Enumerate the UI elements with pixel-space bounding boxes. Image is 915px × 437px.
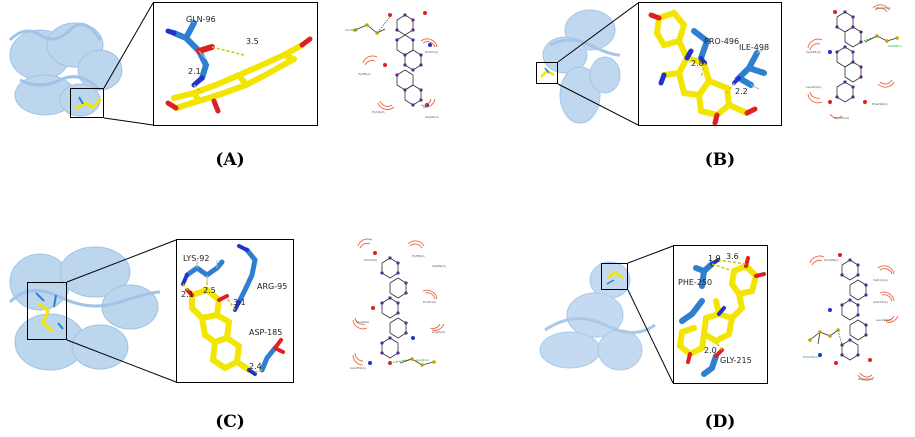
- residue-label: ILE-498: [739, 43, 770, 52]
- diagram-residue: Leu214(A): [876, 318, 892, 322]
- distance-label: 1.9: [708, 254, 721, 263]
- diagram-residue: Pro97(A): [425, 50, 438, 54]
- diagram-residue: Gln96(A): [345, 28, 359, 32]
- diagram-residue: Asp89(A): [432, 264, 446, 268]
- diagram-residue: Lys92(A): [416, 358, 429, 362]
- interaction-diagram-d: [808, 253, 899, 381]
- diagram-residue: Asp185(A): [350, 366, 366, 370]
- protein-structure-d: [539, 261, 656, 371]
- residue-label: PHE-250: [678, 278, 713, 287]
- diagram-residue: Arg95(A): [432, 330, 446, 334]
- panel-label-d: (D): [704, 412, 736, 432]
- binding-site-box-c: [27, 282, 67, 340]
- residue-label: GLN-96: [186, 15, 216, 24]
- residue-label: GLY-215: [720, 356, 752, 365]
- diagram-residue: Phe494(A): [872, 102, 888, 106]
- distance-label: 2.8: [691, 59, 704, 68]
- binding-site-box-a: [70, 88, 104, 118]
- distance-label: 3.1: [233, 298, 246, 307]
- residue-label: ARG-95: [257, 282, 288, 291]
- zoom-view-b: PRO-496 ILE-498 2.8 2.2: [638, 2, 782, 126]
- distance-label: 2.0: [704, 346, 717, 355]
- diagram-residue: Tyr99(A): [372, 110, 385, 114]
- residue-label: LYS-92: [183, 254, 210, 263]
- diagram-residue: Leu491(A): [806, 85, 822, 89]
- interaction-diagram-b: [807, 4, 899, 119]
- binding-site-box-d: [601, 263, 628, 290]
- diagram-residue: Arg249(A): [858, 377, 874, 381]
- distance-label: 2.1: [188, 67, 201, 76]
- diagram-residue: Val211(A): [873, 278, 888, 282]
- diagram-residue: Pro97(A): [423, 300, 436, 304]
- diagram-residue: Gln93(A): [364, 258, 378, 262]
- distance-label: 3.5: [246, 37, 259, 46]
- diagram-residue: Ile498(A): [888, 44, 902, 48]
- diagram-residue: Tyr248(A): [824, 258, 839, 262]
- diagram-residue: Tyr98(A): [358, 72, 371, 76]
- panel-label-c: (C): [215, 412, 245, 432]
- zoom-view-c: LYS-92 ARG-95 ASP-185 2.1 2.5 3.1 2.4: [176, 239, 294, 383]
- zoom-view-a: GLN-96 3.5 2.1: [153, 2, 318, 126]
- binding-site-box-b: [536, 62, 558, 84]
- distance-label: 2.5: [203, 286, 216, 295]
- diagram-residue: Ala213(A): [873, 300, 888, 304]
- zoom-view-d: PHE-250 GLY-215 1.9 3.6 2.0: [673, 245, 768, 384]
- distance-label: 2.4: [249, 362, 262, 371]
- residue-label: ASP-185: [249, 328, 283, 337]
- diagram-residue: Lys495(A): [806, 50, 821, 54]
- diagram-residue: Glu96(A): [356, 320, 370, 324]
- distance-label: 2.1: [181, 290, 194, 299]
- residue-label: PRO-496: [704, 37, 740, 46]
- interaction-diagram-c: [352, 238, 445, 367]
- diagram-residue: Pro497(A): [876, 6, 891, 10]
- diagram-residue: Tyr88(A): [412, 254, 425, 258]
- distance-label: 2.2: [735, 87, 748, 96]
- interaction-diagram-a: [353, 11, 438, 110]
- panel-label-b: (B): [704, 150, 736, 170]
- diagram-residue: Phe250(A): [803, 355, 819, 359]
- diagram-residue: Ile100(A): [425, 115, 439, 119]
- diagram-residue: Gly492(A): [834, 116, 850, 120]
- distance-label: 3.6: [726, 252, 739, 261]
- panel-label-a: (A): [215, 150, 245, 170]
